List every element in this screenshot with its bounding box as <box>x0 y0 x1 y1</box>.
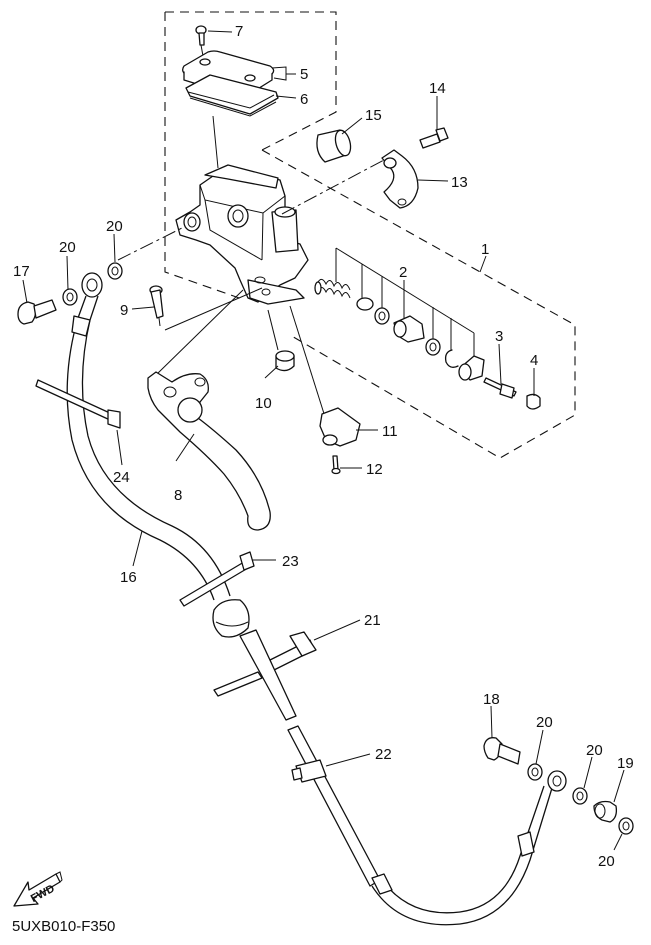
part-bolt-14 <box>419 127 449 149</box>
part-hose-joint <box>212 599 250 638</box>
callout-1: 1 <box>481 241 489 258</box>
part-push-rod-3 <box>483 377 517 399</box>
part-gasket-20d <box>572 787 588 805</box>
part-hose-16 <box>66 272 231 601</box>
callout-12: 12 <box>366 461 383 478</box>
callout-18: 18 <box>483 691 500 708</box>
part-lever-8 <box>147 371 271 531</box>
callout-21: 21 <box>364 612 381 629</box>
callout-8: 8 <box>174 487 182 504</box>
forward-label: FWD <box>29 883 57 905</box>
part-union-bolt-17 <box>17 299 57 325</box>
callout-22: 22 <box>375 746 392 763</box>
leader-lines <box>22 30 625 851</box>
callout-2: 2 <box>399 264 407 281</box>
part-switch-11 <box>319 407 361 447</box>
part-cap-4 <box>526 393 541 410</box>
callout-20b: 20 <box>106 218 123 235</box>
callout-23: 23 <box>282 553 299 570</box>
part-diaphragm <box>185 74 279 117</box>
part-collar-19 <box>593 800 618 823</box>
part-band-23 <box>179 551 255 607</box>
part-gasket-20e <box>618 817 634 835</box>
callout-14: 14 <box>429 80 446 97</box>
part-holder-13 <box>381 149 419 209</box>
callout-20c: 20 <box>536 714 553 731</box>
callout-24: 24 <box>113 469 130 486</box>
callout-7: 7 <box>235 23 243 40</box>
part-cap-screw <box>195 25 207 57</box>
part-collar-15 <box>316 129 352 163</box>
callout-16: 16 <box>120 569 137 586</box>
part-gasket-20b <box>107 262 123 280</box>
callout-3: 3 <box>495 328 503 345</box>
part-hose-lower <box>239 629 567 926</box>
callout-6: 6 <box>300 91 308 108</box>
callout-5: 5 <box>300 66 308 83</box>
callout-4: 4 <box>530 352 538 369</box>
callout-13: 13 <box>451 174 468 191</box>
diagram-code: 5UXB010-F350 <box>12 918 115 935</box>
forward-direction-indicator: FWD <box>13 871 63 907</box>
part-gasket-20c <box>527 763 543 781</box>
callout-20e: 20 <box>598 853 615 870</box>
part-pivot-bolt-9 <box>149 285 164 327</box>
forward-arrow-icon <box>13 873 61 907</box>
callout-15: 15 <box>365 107 382 124</box>
callout-10: 10 <box>255 395 272 412</box>
part-master-cylinder-body <box>175 164 309 305</box>
callout-11: 11 <box>382 423 398 440</box>
part-nut-10 <box>275 350 295 372</box>
part-hose-holder-22 <box>291 759 327 783</box>
part-union-bolt-18 <box>483 737 521 765</box>
part-band-24 <box>35 379 121 429</box>
part-screw-12 <box>331 455 341 475</box>
part-piston-kit <box>314 247 485 381</box>
callout-20d: 20 <box>586 742 603 759</box>
kit-boundary <box>164 11 576 459</box>
part-gasket-20a <box>62 288 78 306</box>
callout-19: 19 <box>617 755 634 772</box>
callout-20a: 20 <box>59 239 76 256</box>
callout-labels: 7 5 6 15 14 13 1 2 3 4 17 20 20 9 10 11 … <box>13 23 634 870</box>
callout-9: 9 <box>120 302 128 319</box>
callout-17: 17 <box>13 263 30 280</box>
